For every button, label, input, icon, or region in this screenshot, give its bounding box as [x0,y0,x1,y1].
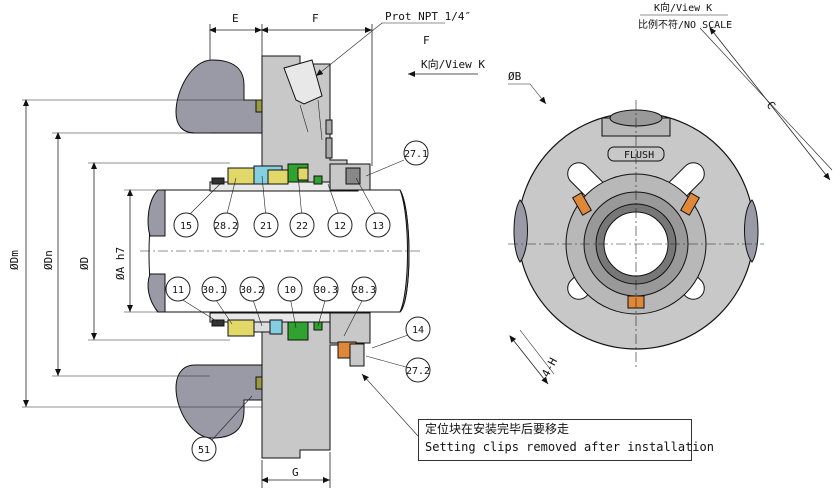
svg-text:13: 13 [372,221,384,232]
balloon-14: 14 [405,316,431,342]
note-cn: 定位块在安装完毕后要移走 [425,422,570,436]
yellow-ring-upper [297,167,309,181]
green-seat-lower [287,321,309,341]
balloon-15: 15 [173,212,199,238]
dim-b-label: ØB [508,70,522,83]
balloon-30-3: 30.3 [313,276,339,302]
view-title: K向/View K [654,1,712,14]
note-en: Setting clips removed after installation [425,440,714,454]
rotary-face-upper [227,167,255,185]
svg-text:14: 14 [412,325,424,336]
dim-d-label: ØD [78,257,91,270]
svg-text:15: 15 [180,221,192,232]
cyan-holder-lower [269,319,283,335]
balloon-27-1: 27.1 [403,140,429,166]
balloon-28-2: 28.2 [213,212,239,238]
shaft-end-left-top [147,189,166,237]
clip-right [679,192,701,216]
port-label: Prot NPT 1/4″ [385,10,471,23]
green-oring-upper [313,175,323,185]
balloon-12: 12 [327,212,353,238]
dimension-lines [22,22,478,488]
port-plug [325,119,333,135]
balloon-13: 13 [365,212,391,238]
svg-text:21: 21 [260,221,272,232]
set-screw-upper [345,167,361,185]
scale-label: 比例不符/NO SCALE [638,18,732,31]
dim-g-label: G [292,466,299,479]
svg-text:30.1: 30.1 [202,285,226,296]
housing-top [175,59,263,134]
balloon-30-2: 30.2 [239,276,265,302]
port-plug-2 [325,137,333,159]
flush-label: FLUSH [624,150,654,161]
dim-dm-label: ØDm [8,250,21,270]
balloon-group: 15 28.2 21 22 12 13 11 30.1 30.2 10 30.3… [165,140,431,462]
svg-text:30.2: 30.2 [240,285,264,296]
set-screw-lower [349,343,365,367]
view-k: FLUSH [508,14,833,385]
balloon-10: 10 [277,276,303,302]
dim-c-label: C [764,99,778,112]
balloon-22: 22 [289,212,315,238]
dim-a-label: ØA h7 [114,247,127,280]
balloon-27-2: 27.2 [405,357,431,383]
scallop-right [744,199,759,263]
view-arrow-label: K向/View K [421,57,485,71]
rotary-face-lower [227,319,255,337]
shaft-end-left-bottom [147,273,166,313]
section-view [140,55,420,459]
svg-text:27.1: 27.1 [404,149,428,160]
collar-lower [329,312,371,344]
svg-text:27.2: 27.2 [406,366,430,377]
svg-text:11: 11 [172,285,184,296]
svg-text:51: 51 [198,445,210,456]
shaft-end-right [399,189,410,313]
balloon-51: 51 [191,436,217,462]
balloon-11: 11 [165,276,191,302]
svg-text:12: 12 [334,221,346,232]
balloon-21: 21 [253,212,279,238]
scallop-left [513,199,528,263]
stationary-face-upper [267,169,289,185]
housing-bottom [175,364,263,439]
flush-port [283,59,323,105]
dark-oring-lower [211,319,225,327]
dim-e-label: E [232,12,239,25]
svg-text:28.3: 28.3 [352,285,376,296]
svg-text:10: 10 [284,285,296,296]
balloon-28-3: 28.3 [351,276,377,302]
dim-dn-label: ØDn [42,250,55,270]
clip-left [571,192,593,216]
installation-note: 定位块在安装完毕后要移走 Setting clips removed after… [418,419,714,461]
svg-text:30.3: 30.3 [314,285,338,296]
port-sub-label: F [423,34,430,47]
svg-text:28.2: 28.2 [214,221,238,232]
dim-f-label: F [312,12,319,25]
spring-lower [253,321,273,333]
balloon-30-1: 30.1 [201,276,227,302]
svg-text:22: 22 [296,221,308,232]
dark-oring-upper [211,177,225,185]
